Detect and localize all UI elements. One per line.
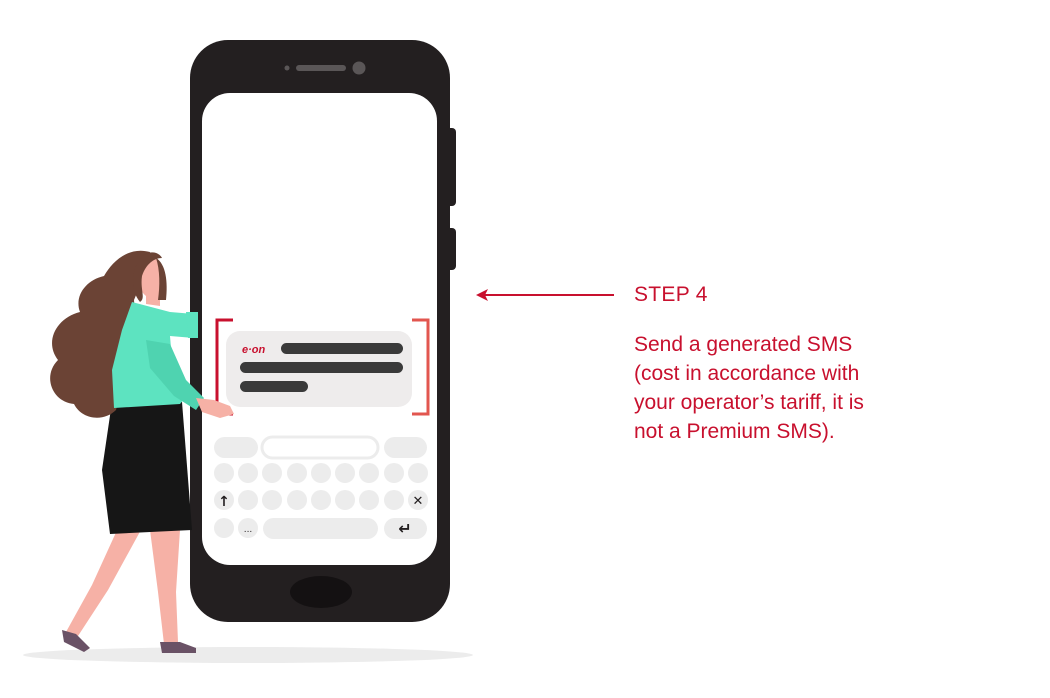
more-icon: ... [244,525,253,535]
woman-arm [146,340,204,410]
woman-back-shoe [62,630,90,652]
keyboard-key[interactable] [287,463,307,483]
phone-sensor-dot [284,65,290,71]
delete-key[interactable] [408,490,428,510]
enter-key[interactable] [384,518,427,539]
keyboard-key[interactable] [311,490,331,510]
keyboard-key[interactable] [384,490,404,510]
bottom-left-key[interactable] [214,518,234,538]
eon-logo: e·on [242,344,266,356]
phone-speaker [296,65,346,71]
sms-text-line-2 [240,362,403,373]
keyboard-key[interactable] [359,463,379,483]
shift-icon: ↑ [218,494,230,510]
woman-front-leg [150,530,180,644]
keyboard-key[interactable] [311,463,331,483]
step-description-line-1: Send a generated SMS [634,333,853,356]
sms-text-line-1 [281,343,403,354]
keyboard-key[interactable] [238,490,258,510]
ground-shadow [23,647,473,663]
keyboard-right-key[interactable] [384,437,427,458]
home-button[interactable] [290,576,352,608]
step-title: STEP 4 [634,283,708,306]
step-description-line-2: (cost in accordance with [634,362,860,385]
woman-hair-front [133,252,162,302]
woman-skirt [102,402,192,534]
keyboard-left-key[interactable] [214,437,258,458]
sms-text-line-3 [240,381,308,392]
space-bar[interactable] [263,518,378,539]
bracket-right [412,318,430,416]
keyboard-row-2 [238,490,404,510]
step-description: Send a generated SMS (cost in accordance… [634,330,934,446]
keyboard-key[interactable] [335,463,355,483]
woman-hair-side [156,258,167,300]
keyboard-row-1 [214,463,428,483]
keyboard-key[interactable] [262,490,282,510]
woman-back-leg [66,528,142,636]
step-description-line-4: not a Premium SMS). [634,420,835,443]
keyboard-key[interactable] [287,490,307,510]
keyboard-key[interactable] [262,463,282,483]
more-key[interactable] [238,518,258,538]
shift-key[interactable] [214,490,234,510]
step-description-line-3: your operator’s tariff, it is [634,391,864,414]
keyboard-key[interactable] [214,463,234,483]
woman-front-shoe [160,642,196,653]
woman-hair [50,250,150,418]
woman-hand [196,398,234,418]
enter-icon: ↵ [398,519,411,538]
keyboard-key[interactable] [359,490,379,510]
phone-camera [352,61,366,75]
keyboard-key[interactable] [238,463,258,483]
delete-icon: ✕ [413,494,424,509]
pointer-arrow-head [476,289,488,301]
keyboard-input-field[interactable] [260,435,380,460]
keyboard-key[interactable] [408,463,428,483]
keyboard-key[interactable] [384,463,404,483]
keyboard-key[interactable] [335,490,355,510]
woman-upper-hand [186,312,198,338]
